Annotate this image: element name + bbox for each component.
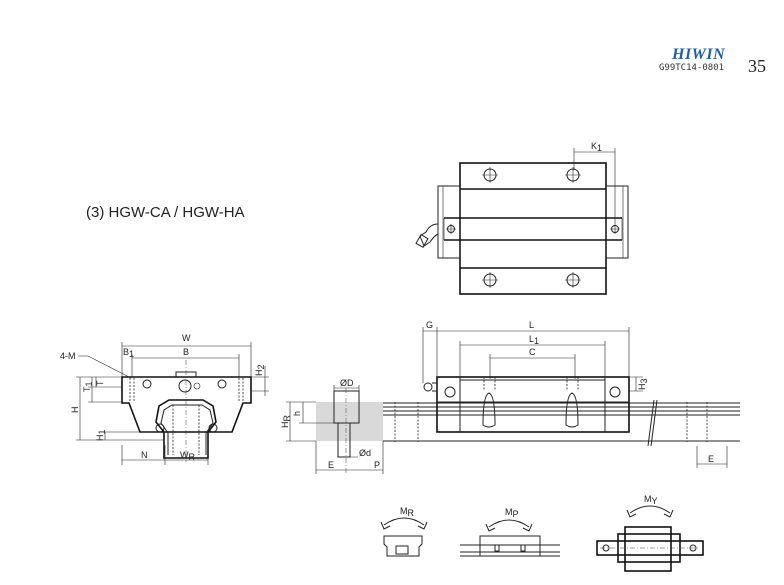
- dim-L: L: [529, 320, 534, 330]
- moment-pitch-icon: MP: [460, 507, 560, 557]
- dim-G: G: [426, 320, 433, 330]
- moment-roll-icon: MR: [380, 506, 428, 557]
- dim-H3: H3: [637, 378, 649, 390]
- dim-W: W: [182, 333, 191, 343]
- dim-P: P: [374, 460, 380, 470]
- dim-E: E: [328, 460, 334, 470]
- grease-nipple-icon: [415, 223, 439, 249]
- front-view: W B1 B 4-M H2 T T1 H H1 N WR: [60, 333, 269, 465]
- dim-D: ØD: [340, 378, 354, 388]
- dim-H1: H1: [95, 429, 107, 441]
- dim-h: h: [292, 411, 302, 416]
- dim-H2: H2: [254, 364, 266, 376]
- dim-L1: L1: [529, 334, 539, 346]
- top-view: K1: [415, 141, 629, 295]
- dim-H: H: [70, 407, 80, 414]
- moment-yaw-icon: MY: [596, 494, 704, 572]
- label-MP: MP: [505, 507, 519, 519]
- label-MR: MR: [400, 506, 415, 518]
- dim-4-M: 4-M: [60, 351, 76, 361]
- section-title: (3) HGW-CA / HGW-HA: [86, 204, 245, 221]
- dim-K1: K1: [591, 141, 602, 153]
- dim-T: T: [95, 380, 105, 386]
- dim-N: N: [141, 450, 148, 460]
- dim-B: B: [183, 347, 189, 357]
- dim-HR: HR: [280, 415, 292, 429]
- hiwin-logo: HIWIN: [672, 46, 726, 63]
- dim-C: C: [529, 347, 536, 357]
- dim-E-right: E: [708, 454, 714, 464]
- dim-WR: WR: [180, 450, 196, 462]
- dim-d: Ød: [359, 448, 371, 458]
- label-MY: MY: [644, 494, 658, 506]
- page-number: 35: [748, 56, 766, 76]
- side-view: G L L1 C H3 ØD h HR Ød E P E: [280, 320, 740, 475]
- bolt-hole-icon: [446, 167, 620, 288]
- document-code: G99TC14-0801: [659, 63, 725, 73]
- dim-B1: B1: [123, 347, 134, 359]
- dim-T1: T1: [82, 381, 94, 392]
